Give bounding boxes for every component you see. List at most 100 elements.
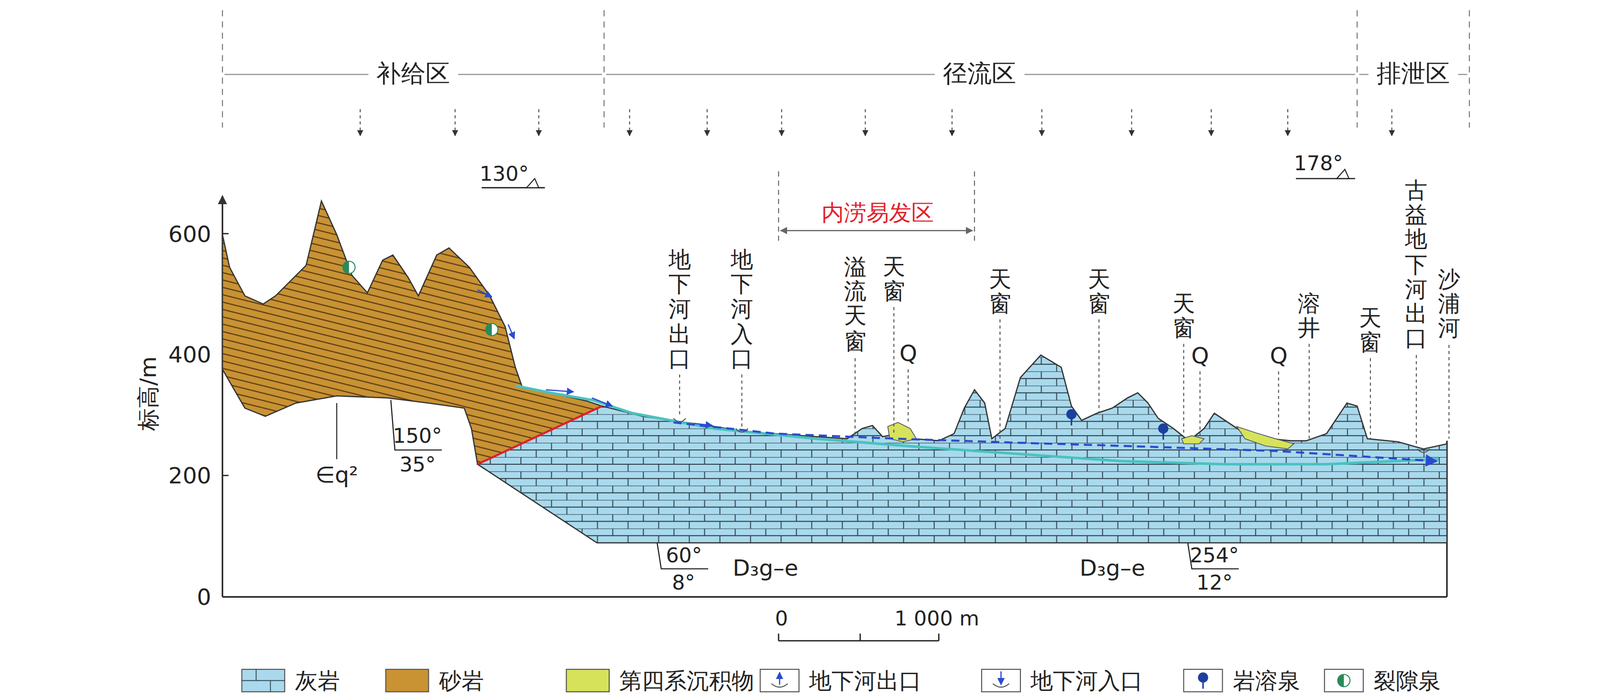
leader-line (907, 369, 909, 423)
geology-label: 35° (399, 454, 436, 475)
axis-tick-label: 600 (168, 220, 212, 247)
leader-line (1278, 371, 1280, 435)
infiltration-arrow (629, 109, 631, 136)
leader-line (336, 403, 338, 460)
feature-label: 天窗 (1358, 306, 1382, 356)
fissure-spring (342, 261, 356, 274)
feature-label: Q (899, 340, 918, 367)
infiltration-arrow (865, 109, 866, 136)
geology-label: 150° (393, 425, 443, 447)
legend-text: 砂岩 (438, 668, 484, 694)
bracket-side (778, 171, 779, 246)
flow-arrow (477, 289, 493, 297)
x-axis (222, 596, 1447, 598)
legend-icon-box (1324, 669, 1364, 692)
axis-tick-label: 0 (197, 584, 212, 611)
zone-header (222, 10, 1470, 136)
feature-label: 天窗 (1087, 267, 1111, 317)
feature-label: 古益地下河出口 (1404, 178, 1428, 351)
bracket-side (974, 171, 976, 246)
flow-arrow (508, 324, 515, 340)
infiltration-arrow (454, 109, 456, 136)
fissure-spring-half (485, 323, 493, 336)
strike-label: 130° (479, 161, 529, 186)
axes (222, 196, 1447, 598)
legend-item (1183, 669, 1223, 692)
river-arrow (1000, 671, 1002, 685)
spring-stem (1202, 681, 1204, 689)
infiltration-arrow (359, 109, 361, 136)
feature-label: 溢流天窗 (843, 254, 867, 354)
legend-text: 裂隙泉 (1373, 668, 1441, 694)
karst-spring (1066, 409, 1077, 420)
legend-icon-box (760, 669, 800, 692)
axis-tick-label: 400 (168, 341, 212, 368)
leader-line (999, 319, 1001, 439)
outlet-symbol (673, 418, 686, 422)
legend (241, 669, 1364, 692)
leader-line (893, 306, 895, 433)
geology-label: ∈q² (315, 461, 359, 488)
scale-label: 1 000 m (894, 606, 979, 631)
quaternary-deposit (1181, 435, 1205, 444)
scale-bar (778, 633, 939, 641)
leader-line (854, 358, 856, 436)
leader-line (679, 374, 680, 417)
quaternary-deposit (1236, 426, 1294, 450)
legend-swatch (566, 669, 610, 692)
feature-label: Q (1270, 342, 1288, 369)
fissure-spring (485, 323, 499, 336)
leader-line (1183, 343, 1184, 439)
legend-swatch (385, 669, 429, 692)
flow-arrow (693, 423, 713, 426)
flow-arrow (591, 397, 613, 406)
river-arrow (778, 672, 781, 685)
dip-symbol (1187, 542, 1239, 569)
zone-label: 排泄区 (1368, 60, 1459, 89)
leader-line (741, 374, 743, 427)
leader-line (1415, 355, 1417, 448)
dip-symbol (390, 400, 442, 451)
legend-text: 灰岩 (295, 668, 340, 694)
fissure-spring (1337, 674, 1351, 688)
geology (222, 200, 1449, 543)
fissure-spring-half (1337, 674, 1345, 688)
legend-icon-box (1183, 669, 1223, 692)
spring-stem (1070, 418, 1073, 426)
axis-title: 标高/m (134, 355, 161, 430)
legend-item (981, 669, 1021, 692)
feature-label: 地下河出口 (668, 248, 691, 372)
zone-divider (221, 10, 223, 128)
zone-divider (1356, 10, 1358, 128)
infiltration-arrow (1210, 109, 1212, 136)
geology-label: 8° (671, 572, 696, 593)
scale-line (778, 640, 939, 642)
leader-line (1098, 319, 1100, 413)
infiltration-arrow (538, 109, 540, 136)
legend-text: 第四系沉积物 (619, 668, 755, 694)
bracket-span (780, 230, 973, 232)
zone-label: 径流区 (934, 60, 1025, 89)
geology-label: 12° (1196, 572, 1233, 593)
fissure-spring-half (342, 261, 350, 274)
outlet-symbol (735, 428, 749, 432)
scale-tick (859, 633, 862, 641)
feature-label: Q (1191, 342, 1209, 369)
zone-label: 补给区 (368, 60, 459, 89)
legend-swatch (241, 669, 285, 692)
water-table (515, 385, 1439, 465)
legend-item (241, 669, 285, 692)
legend-text: 地下河出口 (809, 668, 922, 694)
tick (222, 474, 229, 477)
strike-label: 178° (1293, 151, 1344, 176)
limestone-body (477, 355, 1447, 544)
feature-label: 天窗 (988, 267, 1012, 317)
feature-label: 溶井 (1297, 291, 1321, 341)
scale-label: 0 (775, 606, 789, 631)
infiltration-arrow (781, 109, 783, 136)
legend-text: 岩溶泉 (1232, 668, 1301, 694)
swatch-texture (241, 669, 285, 692)
infiltration-arrow (951, 109, 953, 136)
infiltration-arrow (706, 109, 708, 136)
